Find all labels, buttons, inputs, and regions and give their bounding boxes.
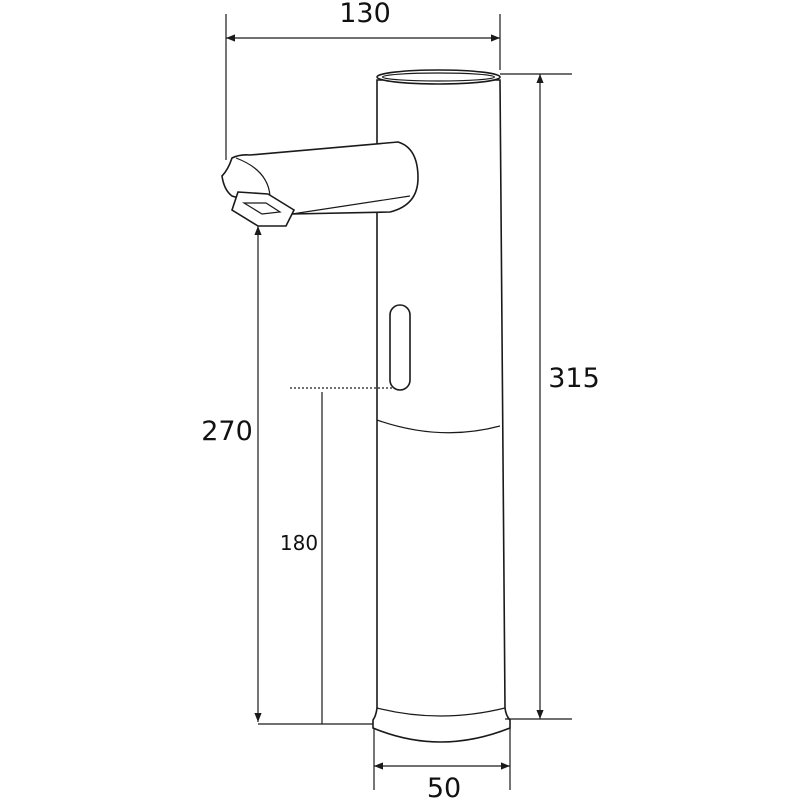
aerator [231,191,296,227]
faucet-body [372,69,511,743]
dim-base-width: 50 [373,728,511,800]
spout-curve [235,157,271,197]
label-270: 270 [201,416,253,447]
label-315: 315 [548,363,600,394]
aerator-inner [241,202,282,215]
top-rim [376,69,501,85]
dim-height-total: 315 [500,73,600,720]
label-180: 180 [280,531,318,555]
mid-band [376,419,501,434]
top-rim-inner [381,72,496,82]
label-130: 130 [339,0,391,29]
column-outline [372,79,511,743]
spout-underline [291,195,411,215]
sensor-window [389,304,411,391]
spout [221,141,419,227]
dim-width-total: 130 [225,0,501,160]
label-50: 50 [427,773,461,800]
dim-spout-height: 270 [201,226,373,725]
dim-sensor-height: 180 [280,387,392,724]
base-ring [376,707,506,717]
